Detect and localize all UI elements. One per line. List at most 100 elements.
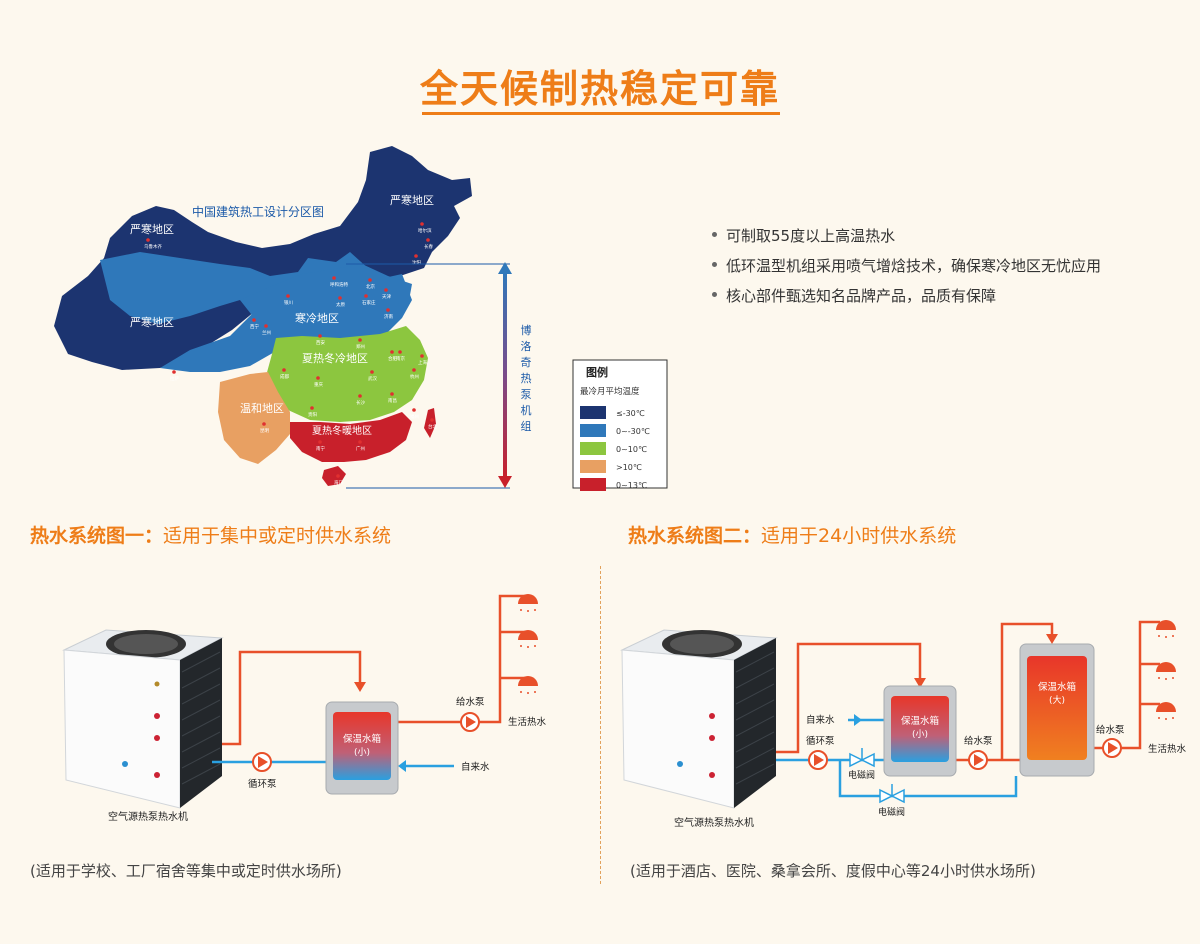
legend-subtitle: 最冷月平均温度 — [580, 386, 640, 397]
city-dot — [370, 370, 374, 374]
region-hot-summer-cold-winter — [266, 326, 428, 422]
shower-head-icon — [1156, 662, 1176, 680]
city-label: 成都 — [280, 373, 289, 380]
city-dot — [316, 376, 320, 380]
city-label: 南京 — [396, 355, 405, 362]
label-cold: 寒冷地区 — [295, 311, 339, 325]
bullet-dot — [712, 262, 717, 267]
circulation-pump-icon — [808, 750, 828, 770]
city-dot — [358, 440, 362, 444]
supply-pump-label: 给水泵 — [456, 696, 485, 708]
range-label-char: 洛 — [521, 339, 532, 353]
water-tank-small: 保温水箱 (小) — [883, 685, 957, 777]
shower-head-icon — [1156, 702, 1176, 720]
city-dot — [412, 408, 416, 412]
city-dot — [384, 288, 388, 292]
legend-label: >10℃ — [616, 463, 642, 472]
range-arrow-up — [498, 262, 512, 274]
city-label: 贵阳 — [308, 411, 317, 418]
circulation-pump-icon — [252, 752, 272, 772]
range-label-char: 热 — [521, 372, 532, 385]
feature-item: 核心部件甄选知名品牌产品，品质有保障 — [712, 286, 1101, 316]
label-severe-cold-2: 严寒地区 — [390, 193, 434, 207]
city-label: 郑州 — [356, 343, 365, 350]
range-label-char: 组 — [521, 419, 532, 433]
city-dot — [414, 254, 418, 258]
city-label: 西安 — [316, 339, 325, 346]
city-dot — [430, 418, 434, 422]
city-dot — [318, 334, 322, 338]
city-dot — [310, 406, 314, 410]
city-dot — [368, 278, 372, 282]
city-label: 南宁 — [316, 445, 325, 452]
legend-swatch — [580, 478, 606, 491]
city-label: 拉萨 — [170, 375, 179, 382]
page-title: 全天候制热稳定可靠 — [419, 67, 780, 111]
city-dot — [364, 294, 368, 298]
city-label: 太原 — [336, 301, 345, 308]
system1-note: (适用于学校、工厂宿舍等集中或定时供水场所) — [30, 862, 342, 880]
hot-pipe-arrow — [914, 678, 926, 688]
legend-label: ≤-30℃ — [616, 409, 645, 418]
tank-small-label: 保温水箱 — [901, 715, 939, 727]
tank-large-label: 保温水箱 — [1038, 681, 1076, 693]
label-hot-summer-warm-winter: 夏热冬暖地区 — [312, 424, 372, 437]
feature-list: 可制取55度以上高温热水 低环温型机组采用喷气增焓技术，确保寒冷地区无忧应用 核… — [712, 226, 1101, 316]
city-dot — [386, 308, 390, 312]
city-dot — [172, 370, 176, 374]
system1-diagram: 空气源热泵热水机 循环泵 给水泵 生活热水 自来水 保温水箱 (小) — [62, 594, 547, 823]
hainan-island — [322, 466, 346, 486]
city-dot — [358, 394, 362, 398]
city-dot — [338, 296, 342, 300]
tank-large-sub: (大) — [1049, 694, 1065, 706]
city-dot — [420, 354, 424, 358]
region-hot-summer-warm-winter — [290, 412, 412, 462]
city-label: 武汉 — [368, 375, 377, 382]
city-label: 乌鲁木齐 — [144, 243, 162, 250]
city-label: 天津 — [382, 293, 391, 300]
city-dot — [252, 318, 256, 322]
hot-pipe-out — [776, 642, 922, 754]
legend-swatch — [580, 406, 606, 419]
label-mild: 温和地区 — [240, 402, 284, 415]
city-label: 重庆 — [314, 381, 323, 388]
tap-water-label: 自来水 — [461, 761, 490, 773]
supply-pump-1-label: 给水泵 — [964, 735, 993, 747]
circ-pump-label: 循环泵 — [806, 735, 835, 747]
shower-head-icon — [1156, 620, 1176, 638]
city-label: 杭州 — [410, 373, 419, 380]
solenoid-valve-icon — [849, 748, 875, 768]
city-dot — [390, 350, 394, 354]
legend-label: 0~-30℃ — [616, 427, 650, 436]
legend: 图例 最冷月平均温度 ≤-30℃0~-30℃0~10℃>10℃0~13℃ — [572, 359, 668, 491]
legend-label: 0~10℃ — [616, 445, 647, 454]
hot-pipe-arrow — [354, 682, 366, 692]
supply-pump-2-label: 给水泵 — [1096, 724, 1125, 736]
legend-swatch — [580, 424, 606, 437]
legend-label: 0~13℃ — [616, 481, 647, 490]
range-label-char: 奇 — [521, 356, 532, 369]
region-mild — [218, 372, 290, 464]
big-tank-feed — [1000, 622, 1054, 760]
city-label: 银川 — [284, 299, 293, 306]
feature-item: 可制取55度以上高温热水 — [712, 226, 1101, 256]
region-cold-north — [240, 264, 412, 340]
bullet-dot — [712, 232, 717, 237]
city-label: 合肥 — [388, 355, 397, 362]
city-dot — [398, 350, 402, 354]
city-label: 呼和浩特 — [330, 281, 348, 288]
system1-heading: 热水系统图一：适用于集中或定时供水系统 — [30, 525, 392, 547]
tank-small-sub: (小) — [912, 729, 928, 740]
city-label: 广州 — [356, 445, 365, 452]
label-severe-cold-1: 严寒地区 — [130, 222, 174, 236]
shower-head-icon — [518, 594, 538, 612]
city-label: 昆明 — [260, 428, 269, 434]
city-dot — [262, 422, 266, 426]
city-label: 长沙 — [356, 399, 365, 406]
circ-pump-label: 循环泵 — [248, 778, 277, 790]
shower-head-icon — [518, 630, 538, 648]
bypass-pipe — [838, 760, 1018, 798]
feature-item: 低环温型机组采用喷气增焓技术，确保寒冷地区无忧应用 — [712, 256, 1101, 286]
system2-diagram: 空气源热泵热水机 循环泵 自来水 电磁阀 电磁阀 给水泵 — [620, 620, 1187, 829]
city-dot — [426, 238, 430, 242]
